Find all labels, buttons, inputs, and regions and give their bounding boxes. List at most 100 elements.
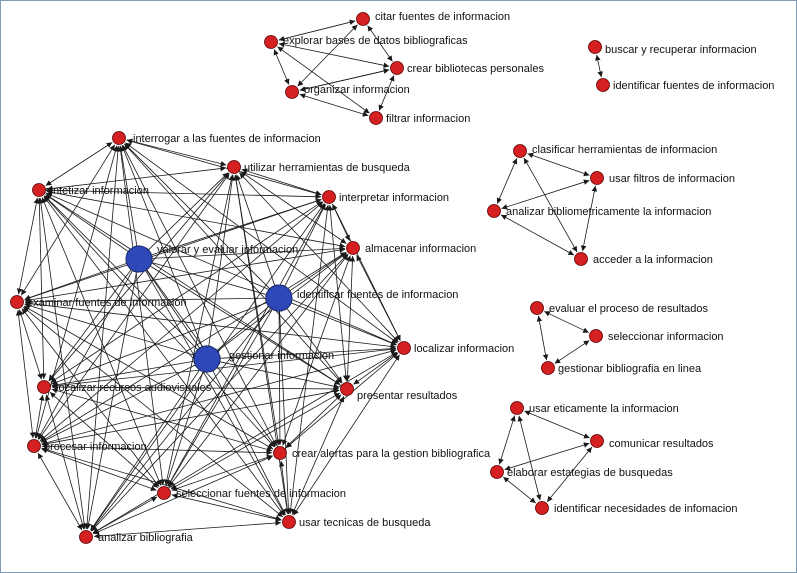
node-analizarbiblio[interactable] <box>487 204 501 218</box>
node-crearbib[interactable] <box>390 61 404 75</box>
node-identfuentes2[interactable] <box>596 78 610 92</box>
node-explorar[interactable] <box>264 35 278 49</box>
node-crearalertas[interactable] <box>273 446 287 460</box>
node-usaretica[interactable] <box>510 401 524 415</box>
node-valorar[interactable] <box>125 245 153 273</box>
node-seleccionarfuentes[interactable] <box>157 486 171 500</box>
node-identnecesidades[interactable] <box>535 501 549 515</box>
node-citar[interactable] <box>356 12 370 26</box>
edge-clasificar-acceder <box>523 157 578 253</box>
node-examinar[interactable] <box>10 295 24 309</box>
edge-interrogar-valorar <box>118 145 140 252</box>
edge-usaretica-identnecesidades <box>517 415 542 501</box>
edge-comunicar-identnecesidades <box>546 446 593 503</box>
node-filtrar[interactable] <box>369 111 383 125</box>
node-almacenar[interactable] <box>346 241 360 255</box>
node-label-valorar: valorar y evaluar informacion <box>157 244 298 256</box>
node-identfuentes[interactable] <box>265 284 293 312</box>
edge-valorar-gestionarinfo <box>143 265 203 353</box>
node-label-filtrar: filtrar informacion <box>386 113 470 125</box>
edge-clasificar-usarfiltros <box>527 152 590 177</box>
edge-usarfiltros-analizarbiblio <box>501 179 590 210</box>
edge-sintetizar-gestionarinfo <box>44 195 202 354</box>
node-utilizar[interactable] <box>227 160 241 174</box>
nodes-layer <box>10 12 610 544</box>
node-label-elaborar: elaborar estategias de busquedas <box>507 467 673 479</box>
node-usarfiltros[interactable] <box>590 171 604 185</box>
node-buscar[interactable] <box>588 40 602 54</box>
edge-examinar-gestionarinfo <box>24 303 200 358</box>
node-interrogar[interactable] <box>112 131 126 145</box>
node-usartecnicas[interactable] <box>282 515 296 529</box>
edge-citar-organizar <box>297 24 358 87</box>
edge-sintetizar-examinar <box>16 197 40 295</box>
edge-sintetizar-localizarrec <box>36 197 47 380</box>
edge-examinar-localizar <box>24 300 397 350</box>
edge-usarfiltros-acceder <box>580 185 598 252</box>
node-label-localizarrec: localizar recursos audiovisuales <box>56 382 212 394</box>
node-label-crearbib: crear bibliotecas personales <box>407 63 544 75</box>
node-gestionarbib[interactable] <box>541 361 555 375</box>
edge-utilizar-seleccionarfuentes <box>164 174 234 486</box>
edge-usartecnicas-analizarbibliografia <box>93 520 282 539</box>
node-label-usartecnicas: usar tecnicas de busqueda <box>299 517 431 529</box>
edge-buscar-identfuentes2 <box>595 54 603 78</box>
node-seleccionarinfo[interactable] <box>589 329 603 343</box>
node-label-interpretar: interpretar informacion <box>339 192 449 204</box>
node-label-gestionarinfo: gestionar informacion <box>229 350 334 362</box>
edge-gestionarinfo-presentar <box>214 359 340 389</box>
node-label-interrogar: interrogar a las fuentes de informacion <box>133 133 321 145</box>
edge-filtrar-crearbib <box>378 75 395 111</box>
edge-identfuentes-presentar <box>283 304 343 383</box>
edge-analizarbiblio-acceder <box>500 214 575 256</box>
edge-localizarrec-procesar <box>33 394 45 439</box>
node-presentar[interactable] <box>340 382 354 396</box>
edges-layer <box>15 19 603 539</box>
edge-identfuentes-seleccionarfuentes <box>167 304 276 487</box>
edge-explorar-organizar <box>273 49 290 85</box>
edge-procesar-analizarbibliografia <box>37 452 83 531</box>
node-label-citar: citar fuentes de informacion <box>375 11 510 23</box>
node-label-identfuentes: identificar fuentes de informacion <box>297 289 458 301</box>
node-procesar[interactable] <box>27 439 41 453</box>
node-gestionarinfo[interactable] <box>193 345 221 373</box>
node-acceder[interactable] <box>574 252 588 266</box>
node-localizarrec[interactable] <box>37 380 51 394</box>
node-label-presentar: presentar resultados <box>357 390 458 402</box>
edge-seleccionarinfo-gestionarbib <box>554 340 590 364</box>
edge-clasificar-analizarbiblio <box>496 158 518 204</box>
edge-explorar-filtrar <box>277 46 370 114</box>
node-evaluarproc[interactable] <box>530 301 544 315</box>
node-label-analizarbibliografia: analizar bibliografia <box>98 532 194 544</box>
edge-explorar-crearbib <box>278 42 390 68</box>
node-label-buscar: buscar y recuperar informacion <box>605 44 757 56</box>
edge-localizar-localizarrec <box>51 346 397 389</box>
edge-elaborar-identnecesidades <box>502 476 537 504</box>
node-label-seleccionarfuentes: seleccionar fuentes de informacion <box>176 488 346 500</box>
node-label-evaluarproc: evaluar el proceso de resultados <box>549 303 708 315</box>
edge-crearalertas-seleccionarfuentes <box>171 454 273 492</box>
node-clasificar[interactable] <box>513 144 527 158</box>
edge-valorar-localizarrec <box>48 265 135 381</box>
node-label-usarfiltros: usar filtros de informacion <box>609 173 735 185</box>
node-sintetizar[interactable] <box>32 183 46 197</box>
node-label-examinar: examinar fuentes de informacion <box>27 297 187 309</box>
node-comunicar[interactable] <box>590 434 604 448</box>
node-label-crearalertas: crear alertas para la gestion bibliograf… <box>292 448 491 460</box>
edge-usaretica-comunicar <box>524 410 590 439</box>
edge-seleccionarfuentes-usartecnicas <box>171 493 282 522</box>
edge-procesar-usartecnicas <box>41 447 282 521</box>
node-elaborar[interactable] <box>490 465 504 479</box>
node-analizarbibliografia[interactable] <box>79 530 93 544</box>
node-label-acceder: acceder a la informacion <box>593 254 713 266</box>
node-label-usaretica: usar eticamente la informacion <box>529 403 679 415</box>
node-interpretar[interactable] <box>322 190 336 204</box>
edge-presentar-seleccionarfuentes <box>170 392 341 490</box>
edge-usaretica-elaborar <box>498 415 516 465</box>
node-organizar[interactable] <box>285 85 299 99</box>
edge-organizar-crearbib <box>299 68 390 92</box>
node-localizar[interactable] <box>397 341 411 355</box>
